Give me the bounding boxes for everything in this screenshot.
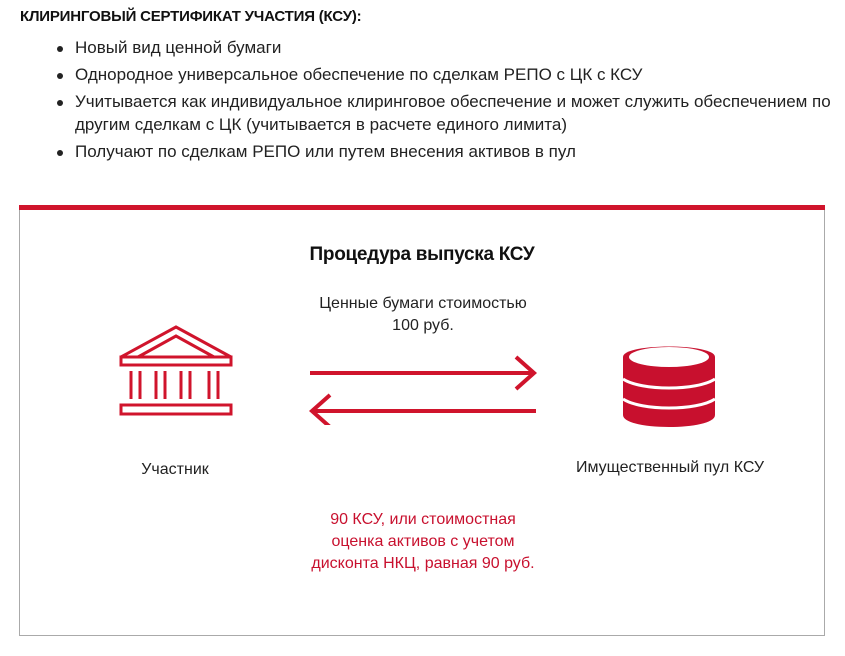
list-item: Однородное универсальное обеспечение по … (52, 63, 832, 86)
ksu-flow-label: 90 КСУ, или стоимостная оценка активов с… (311, 511, 535, 572)
diagram-title: Процедура выпуска КСУ (309, 244, 535, 265)
arrow-left-icon (308, 393, 536, 425)
exchange-arrows (308, 355, 538, 425)
accent-bar (19, 205, 825, 210)
database-icon (622, 346, 716, 427)
feature-list: Новый вид ценной бумаги Однородное униве… (52, 36, 832, 167)
pool-label: Имущественный пул КСУ (575, 459, 765, 476)
building-icon (119, 325, 233, 416)
list-item: Учитывается как индивидуальное клирингов… (52, 90, 832, 136)
participant-label: Участник (141, 461, 209, 478)
list-item: Новый вид ценной бумаги (52, 36, 832, 59)
securities-flow-label: Ценные бумаги стоимостью 100 руб. (319, 295, 527, 334)
section-heading: КЛИРИНГОВЫЙ СЕРТИФИКАТ УЧАСТИЯ (КСУ): (20, 8, 362, 25)
diagram-panel: Процедура выпуска КСУ Участник Имуществе… (19, 205, 825, 636)
list-item: Получают по сделкам РЕПО или путем внесе… (52, 140, 832, 163)
arrow-right-icon (310, 355, 538, 391)
